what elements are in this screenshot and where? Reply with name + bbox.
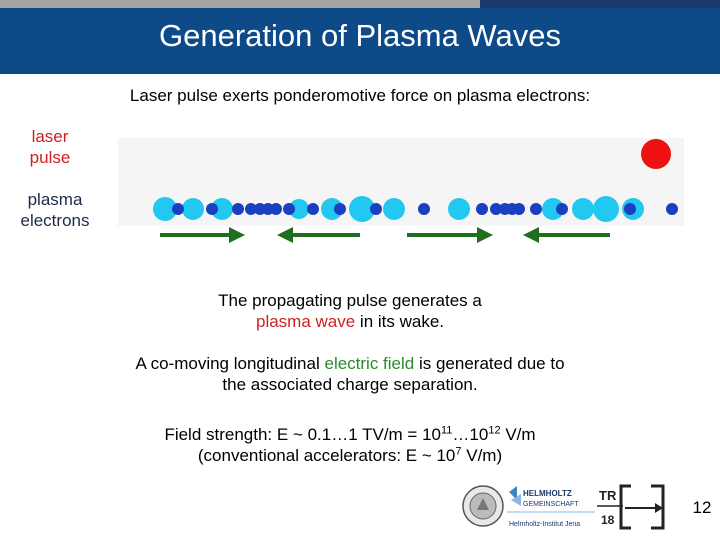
force-arrow-left [523, 227, 610, 243]
force-arrow-right [407, 227, 493, 243]
para2-pre: A co-moving longitudinal [135, 354, 325, 373]
title-banner [0, 8, 720, 74]
electric-field-highlight: electric field [324, 354, 415, 373]
institute-text: Helmholtz-Institut Jena [509, 521, 580, 528]
intro-text: Laser pulse exerts ponderomotive force o… [129, 86, 591, 105]
electron-dot-light [321, 198, 343, 220]
laser-label-line2: pulse [29, 148, 71, 167]
electron-dot-light [593, 196, 619, 222]
conv-pre: (conventional accelerators: E ~ 10 [197, 446, 456, 465]
footer-logos: HELMHOLTZ GEMEINSCHAFT Helmholtz-Institu… [462, 484, 665, 530]
conventional-line: (conventional accelerators: E ~ 107 V/m) [60, 445, 640, 466]
electron-dot-light [349, 196, 375, 222]
tr18-logo: TR 18 [597, 484, 665, 530]
electron-dot-dark [206, 203, 218, 215]
slide-title: Generation of Plasma Waves [158, 18, 562, 53]
electrons-label-line2: electrons [20, 211, 90, 230]
field-post: V/m [500, 425, 536, 444]
electron-dot-light [448, 198, 470, 220]
electron-dot-dark [245, 203, 257, 215]
electron-dot-dark [270, 203, 282, 215]
tr-text: TR [599, 488, 617, 503]
electron-dot-dark [418, 203, 430, 215]
electron-dot-dark [513, 203, 525, 215]
force-arrow-left [277, 227, 360, 243]
electrons-label-line1: plasma [27, 190, 83, 209]
field-strength-line: Field strength: E ~ 0.1…1 TV/m = 1011…10… [60, 424, 640, 445]
electron-dot-dark [283, 203, 295, 215]
electron-dot-dark [172, 203, 184, 215]
electron-dot-dark [666, 203, 678, 215]
paragraph-electric-field: A co-moving longitudinal electric field … [60, 353, 640, 395]
electron-dot-dark [334, 203, 346, 215]
electron-dot-light [211, 198, 233, 220]
para2-line1: A co-moving longitudinal electric field … [60, 353, 640, 374]
electron-dot-dark [307, 203, 319, 215]
laser-pulse-label: laser pulse [0, 126, 100, 168]
electron-dot-dark [556, 203, 568, 215]
tr-number-text: 18 [601, 513, 615, 527]
electron-dot-light [542, 198, 564, 220]
field-mid: …10 [452, 425, 489, 444]
field-strength-text: Field strength: E ~ 0.1…1 TV/m = 1011…10… [60, 424, 640, 466]
conv-post: V/m) [461, 446, 503, 465]
para2-line2: the associated charge separation. [222, 375, 478, 394]
helmholtz-text-2: GEMEINSCHAFT [523, 501, 579, 508]
field-pre: Field strength: E ~ 0.1…1 TV/m = 10 [164, 425, 441, 444]
force-arrow-right [160, 227, 245, 243]
electron-dot-dark [624, 203, 636, 215]
helmholtz-text-1: HELMHOLTZ [523, 489, 572, 498]
electron-dots [153, 196, 678, 222]
laser-pulse-dot [641, 139, 671, 169]
electron-dot-dark [490, 203, 502, 215]
force-arrows [160, 227, 610, 243]
electron-dot-light [182, 198, 204, 220]
electron-dot-dark [370, 203, 382, 215]
plasma-electrons-label: plasma electrons [0, 189, 110, 231]
electron-dot-light [572, 198, 594, 220]
electron-dot-dark [476, 203, 488, 215]
field-exp1: 11 [441, 424, 453, 437]
top-accent-bar-gray [0, 0, 480, 8]
electron-dot-light [153, 197, 177, 221]
electron-dot-light [383, 198, 405, 220]
paragraph-plasma-wave: The propagating pulse generates a plasma… [150, 290, 550, 332]
para1-line1: The propagating pulse generates a [218, 291, 482, 310]
para1-tail: in its wake. [355, 312, 445, 331]
electron-dot-dark [232, 203, 244, 215]
laser-label-line1: laser [31, 127, 69, 146]
para1-line2: plasma wave in its wake. [150, 311, 550, 332]
helmholtz-logo: HELMHOLTZ GEMEINSCHAFT Helmholtz-Institu… [507, 486, 595, 528]
plasma-wave-highlight: plasma wave [255, 312, 356, 331]
electron-dot-light [289, 199, 309, 219]
university-seal-logo [462, 485, 504, 527]
field-exp2: 12 [488, 424, 501, 437]
para2-post: is generated due to [414, 354, 565, 373]
page-number: 12 [692, 498, 712, 517]
conv-exp: 7 [455, 445, 462, 458]
top-accent-bar-navy [480, 0, 720, 8]
electron-dot-dark [530, 203, 542, 215]
